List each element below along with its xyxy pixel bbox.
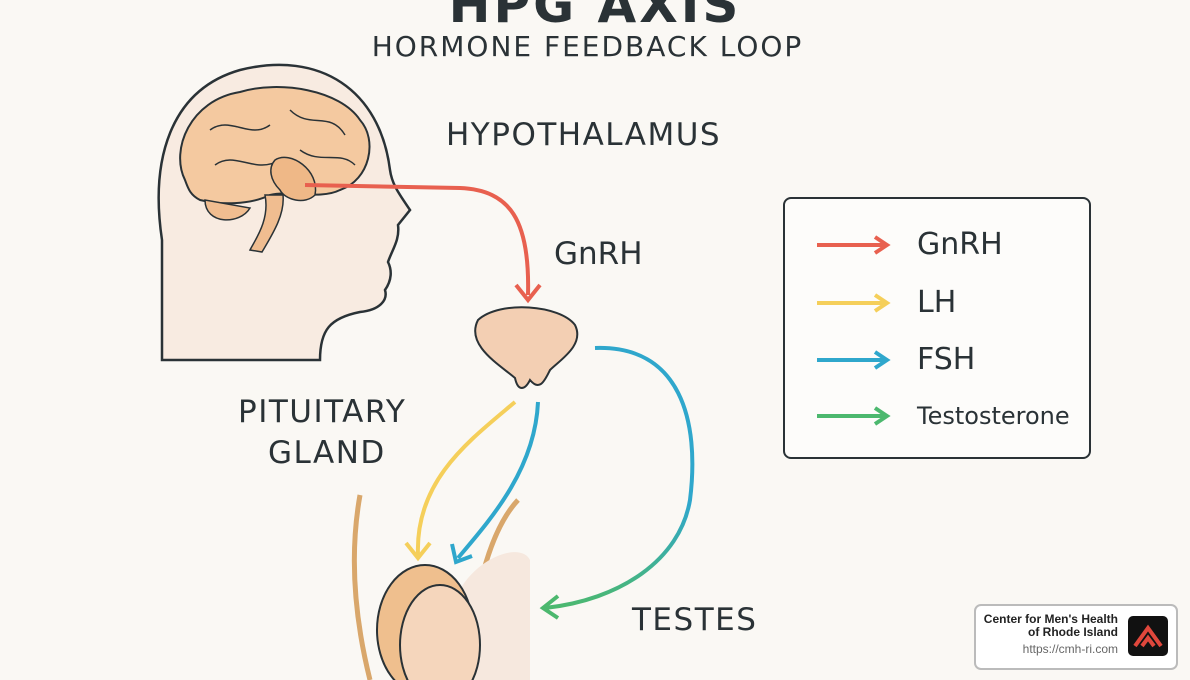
badge-url[interactable]: https://cmh-ri.com — [1022, 642, 1118, 656]
arrow-icon — [817, 234, 891, 255]
legend: GnRH LH FSH Testosterone — [783, 197, 1091, 459]
cerebellum — [204, 199, 252, 221]
label-pituitary-line1: PITUITARY — [238, 394, 407, 430]
legend-item-gnrh: GnRH — [815, 227, 1003, 262]
gnrh-arrow — [304, 183, 531, 296]
legend-item-testosterone: Testosterone — [815, 402, 1070, 430]
legend-item-fsh: FSH — [815, 342, 975, 377]
legend-label: LH — [917, 285, 957, 320]
page-subtitle: HORMONE FEEDBACK LOOP — [371, 30, 804, 63]
badge-name-line1: Center for Men's Health — [983, 612, 1118, 626]
label-hypothalamus: HYPOTHALAMUS — [446, 117, 722, 153]
label-pituitary-line2: GLAND — [268, 435, 386, 471]
fsh-arrow-short — [456, 401, 540, 560]
cmh-logo-icon — [1128, 616, 1168, 656]
fsh-testosterone-arrow — [544, 345, 695, 610]
pituitary-gland-icon — [474, 306, 579, 389]
legend-label: GnRH — [917, 227, 1003, 262]
legend-item-lh: LH — [815, 285, 956, 320]
badge-name: Center for Men's Health of Rhode Island — [984, 613, 1118, 639]
badge-name-line2: of Rhode Island — [1028, 625, 1118, 639]
label-testes: TESTES — [632, 602, 758, 638]
brainstem — [248, 194, 284, 253]
arrow-icon — [817, 406, 891, 426]
spermatic-cord-left — [351, 494, 373, 680]
page-title: HPG AXIS — [448, 0, 742, 34]
testis-inner — [399, 584, 481, 680]
arrow-icon — [817, 292, 891, 313]
legend-label: Testosterone — [917, 402, 1070, 430]
lh-arrow — [415, 400, 517, 556]
legend-label: FSH — [917, 342, 976, 377]
label-gnrh: GnRH — [554, 236, 643, 272]
arrow-icon — [817, 349, 891, 370]
source-badge[interactable]: Center for Men's Health of Rhode Island … — [974, 604, 1178, 670]
hypothalamus-region — [270, 156, 317, 202]
